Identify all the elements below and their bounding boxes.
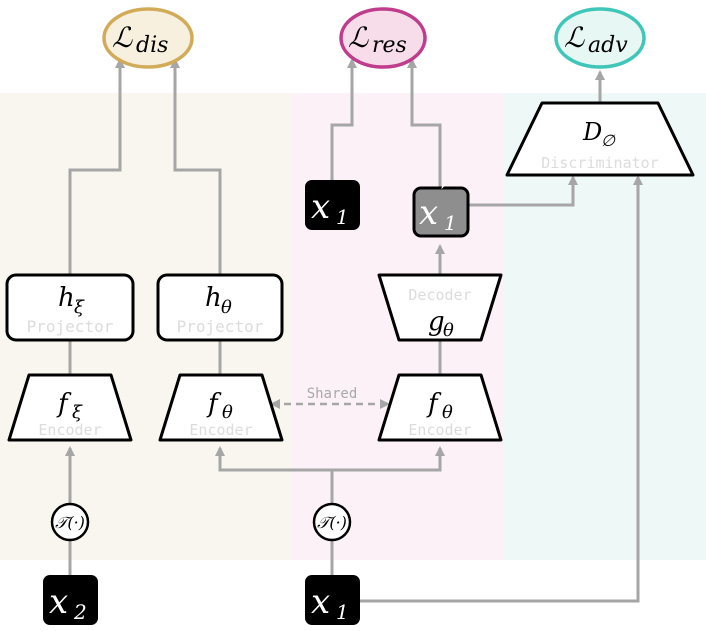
svg-text:Encoder: Encoder xyxy=(38,421,101,439)
encoder-f-theta-right: f θ Encoder xyxy=(377,373,503,442)
svg-text:D: D xyxy=(582,118,602,146)
svg-text:θ: θ xyxy=(443,320,454,341)
svg-text:Projector: Projector xyxy=(177,317,264,336)
transform-right: 𝒯(·) xyxy=(312,502,352,542)
svg-text:θ: θ xyxy=(222,402,233,423)
svg-text:Encoder: Encoder xyxy=(189,421,252,439)
svg-text:1: 1 xyxy=(336,205,349,229)
svg-text:Discriminator: Discriminator xyxy=(541,154,658,172)
discriminator-d: D ∅ Discriminator xyxy=(505,101,695,177)
svg-text:θ: θ xyxy=(221,297,232,318)
svg-text:x: x xyxy=(49,582,68,622)
x1-top-token: x 1 xyxy=(305,180,360,230)
loss-dis-sub: dis xyxy=(136,33,168,58)
loss-res-symbol: ℒ xyxy=(348,21,369,54)
transform-left: 𝒯(·) xyxy=(50,502,90,542)
svg-text:∅: ∅ xyxy=(601,131,616,150)
svg-text:𝒯(·): 𝒯(·) xyxy=(55,513,85,532)
decoder-g-theta: Decoder g θ xyxy=(377,273,503,342)
svg-text:g: g xyxy=(428,307,445,337)
loss-res: ℒ res xyxy=(339,7,427,69)
svg-text:Projector: Projector xyxy=(27,317,114,336)
svg-text:x: x xyxy=(311,582,330,622)
loss-res-sub: res xyxy=(372,33,407,58)
loss-adv-symbol: ℒ xyxy=(564,21,585,54)
loss-adv-sub: adv xyxy=(588,33,628,58)
encoder-f-theta-left: f θ Encoder xyxy=(158,373,284,442)
shared-label: Shared xyxy=(307,386,358,402)
svg-text:h: h xyxy=(58,283,75,313)
x2-token: x 2 xyxy=(43,575,98,625)
svg-text:𝒯(·): 𝒯(·) xyxy=(317,513,347,532)
projector-h-theta: h θ Projector xyxy=(156,273,284,342)
projector-h-xi: h ξ Projector xyxy=(5,273,135,342)
svg-text:h: h xyxy=(205,283,222,313)
svg-text:1: 1 xyxy=(444,211,457,235)
svg-text:1: 1 xyxy=(336,600,349,624)
svg-text:Decoder: Decoder xyxy=(408,286,471,304)
x1-prime-token: x ′ 1 xyxy=(412,180,470,238)
connections xyxy=(65,58,643,603)
encoder-f-xi: f ξ Encoder xyxy=(7,373,133,442)
svg-text:ξ: ξ xyxy=(74,297,85,318)
svg-text:Encoder: Encoder xyxy=(408,421,471,439)
loss-dis: ℒ dis xyxy=(102,7,194,69)
svg-text:′: ′ xyxy=(441,180,447,208)
svg-text:x: x xyxy=(311,187,330,227)
svg-text:x: x xyxy=(419,193,438,233)
svg-text:2: 2 xyxy=(73,600,87,624)
svg-text:ξ: ξ xyxy=(72,402,83,423)
loss-adv: ℒ adv xyxy=(554,7,646,69)
x1-bottom-token: x 1 xyxy=(305,575,360,625)
loss-dis-symbol: ℒ xyxy=(112,21,133,54)
svg-text:θ: θ xyxy=(442,402,453,423)
